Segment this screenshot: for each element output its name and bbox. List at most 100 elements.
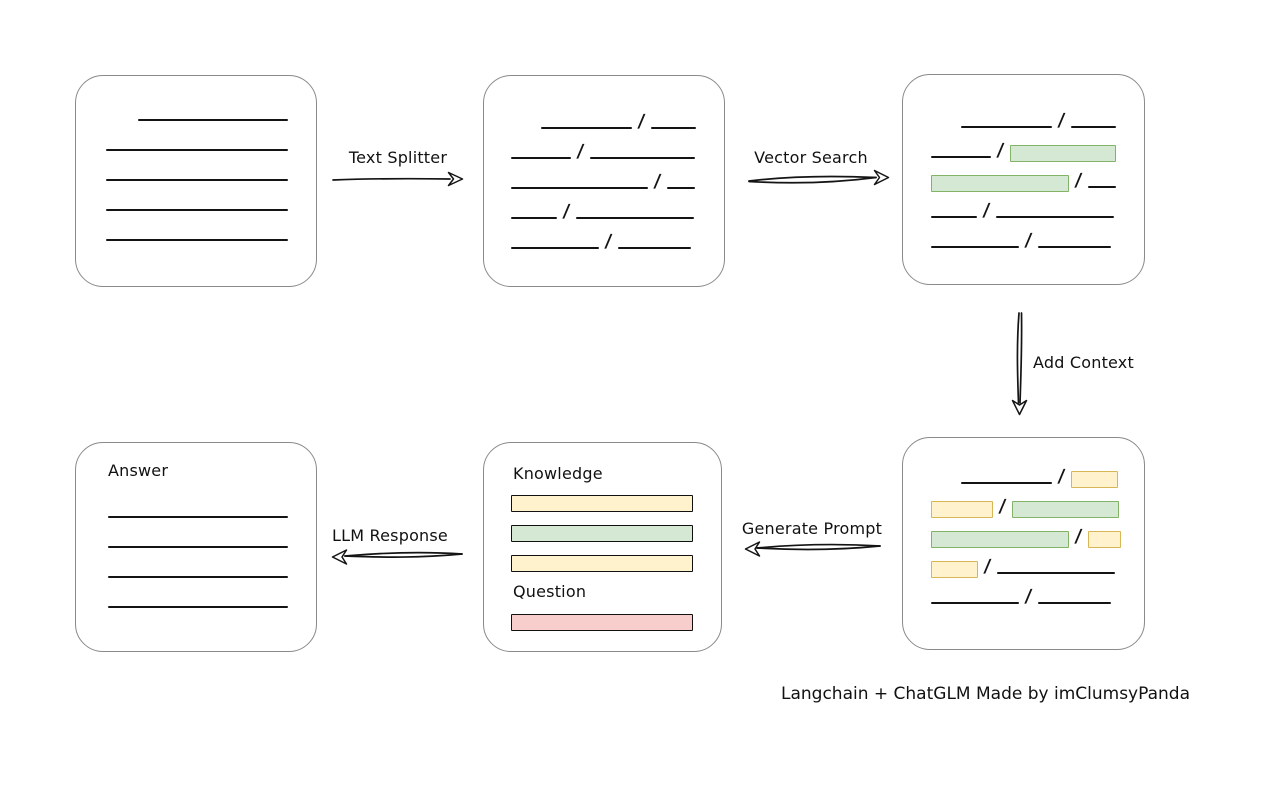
chunk-row: / [931,484,1121,518]
chunk-row: / [511,189,696,222]
text-line [138,119,288,121]
text-line [108,576,288,578]
knowledge-label: Knowledge [513,464,603,483]
text-line [931,156,991,158]
text-line [511,247,599,249]
split-slash: / [997,496,1007,517]
arrow-text-splitter [332,171,464,187]
green-highlight-chip [1009,145,1116,162]
split-slash: / [603,231,613,252]
split-slash: / [652,171,662,192]
text-line [1087,186,1116,188]
chunk-row: / [931,98,1116,131]
text-line [931,602,1019,604]
chunk-row: / [931,574,1121,607]
node-split-chunks: / / / / / [483,75,725,287]
split-slash: / [1023,230,1033,251]
chunk-row [108,578,288,608]
chunk-row: / [511,219,696,252]
text-line [106,179,288,181]
node-prompt: Knowledge Question [483,442,722,652]
llm-response-label: LLM Response [332,526,448,545]
node-context-chunks: ///// [902,437,1145,650]
split-slash: / [561,201,571,222]
arrow-llm-response [331,549,463,565]
chunk-row [106,151,288,181]
text-line [1037,246,1111,248]
knowledge-bar [511,525,693,542]
text-line [931,246,1019,248]
add-context-label: Add Context [1033,353,1134,372]
chunk-row [106,121,288,151]
text-line [1070,126,1116,128]
text-line [666,187,695,189]
indent-gap [106,120,138,121]
chunk-row: / [931,128,1116,162]
chunk-row: / [931,544,1121,578]
arrow-add-context [1011,312,1028,416]
text-line [108,546,288,548]
yellow-highlight-chip [931,501,993,518]
chunk-row [106,91,288,121]
document-lines [106,91,288,241]
chunk-row: / [931,218,1116,251]
chunk-row: / [931,158,1116,192]
chunk-row [108,548,288,578]
text-line [108,606,288,608]
green-highlight-chip [1011,501,1119,518]
node-source-document [75,75,317,287]
knowledge-bar [511,555,693,572]
yellow-highlight-chip [1087,531,1121,548]
yellow-highlight-chip [931,561,978,578]
arrow-generate-prompt [744,541,881,557]
indent-gap [931,127,961,128]
indent-gap [931,483,961,484]
green-highlight-chip [931,175,1069,192]
split-slash: / [1023,586,1033,607]
split-slash: / [1073,170,1083,191]
chunk-row [106,181,288,211]
chunk-row: / [511,129,696,162]
context-chunk-lines: ///// [931,454,1121,607]
text-line [1037,602,1111,604]
text-line [650,127,696,129]
text-line [995,216,1114,218]
generate-prompt-label: Generate Prompt [741,519,883,538]
question-bar [511,614,693,631]
text-line [617,247,691,249]
split-slash: / [1073,526,1083,547]
vector-result-lines: ///// [931,98,1116,251]
text-line [106,149,288,151]
chunk-row: / [511,159,696,192]
node-vector-results: ///// [902,74,1145,285]
split-slash: / [636,111,646,132]
split-slash: / [1056,110,1066,131]
split-slash: / [1056,466,1066,487]
chunk-row [108,488,288,518]
text-line [511,187,648,189]
text-line [106,209,288,211]
knowledge-bar [511,495,693,512]
answer-label: Answer [108,461,169,480]
text-line [996,572,1115,574]
text-line [961,126,1052,128]
indent-gap [511,128,541,129]
text-line [511,217,557,219]
chunk-row [108,518,288,548]
chunk-row [106,211,288,241]
text-line [106,239,288,241]
answer-lines [108,488,288,608]
text-line [108,516,288,518]
yellow-highlight-chip [1070,471,1118,488]
green-highlight-chip [931,531,1069,548]
text-line [961,482,1052,484]
chunk-row: / [931,454,1121,488]
text-splitter-label: Text Splitter [348,148,448,167]
split-slash: / [995,140,1005,161]
split-slash: / [575,141,585,162]
question-label: Question [513,582,587,601]
text-line [511,157,571,159]
chunk-row: / [931,514,1121,548]
split-chunk-lines: / / / / / [511,99,696,252]
text-line [541,127,632,129]
